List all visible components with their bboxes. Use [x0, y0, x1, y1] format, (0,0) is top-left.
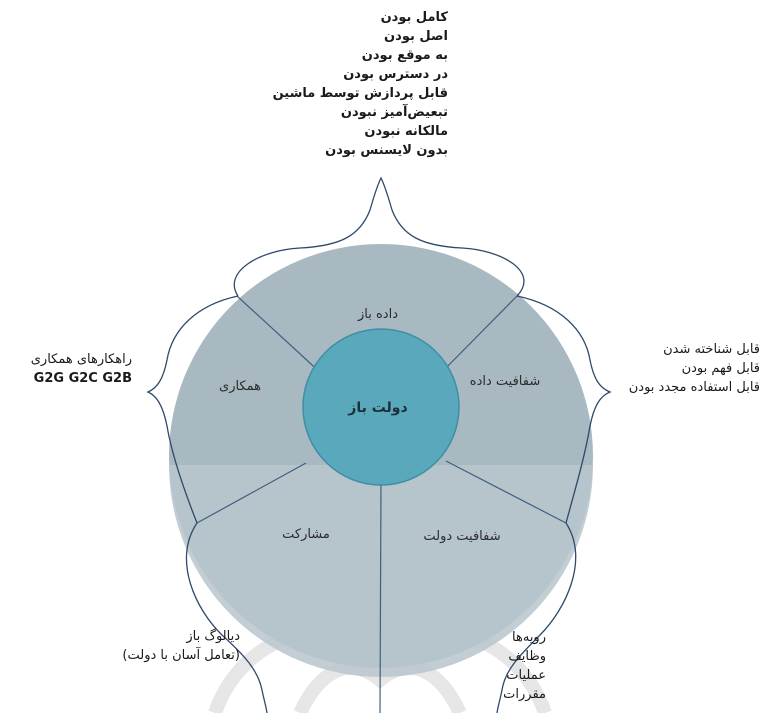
brace-top	[233, 176, 525, 297]
divider-top-left	[236, 295, 324, 376]
collaboration-strategies-title: راهکارهای همکاری	[30, 352, 132, 367]
annotation-item: کامل بودن	[380, 10, 448, 25]
divider-right	[445, 460, 567, 524]
segment-open-data-label: داده باز	[357, 307, 398, 322]
segment-participation-label: مشارکت	[282, 527, 330, 542]
annotation-item: قابل پردازش توسط ماشین	[272, 86, 448, 101]
left-annotation: راهکارهای همکاری G2G G2C G2B	[31, 350, 132, 388]
collaboration-codes: G2G G2C G2B	[33, 371, 132, 386]
top-annotation-list: کامل بودن اصل بودن به موقع بودن در دسترس…	[273, 8, 448, 160]
annotation-item: رویه‌ها	[512, 630, 546, 645]
annotation-item: در دسترس بودن	[343, 67, 448, 82]
divider-bottom	[379, 479, 382, 713]
braces	[146, 176, 612, 713]
segment-government-transparency-label: شفافیت دولت	[423, 529, 500, 544]
divider-left	[196, 462, 307, 524]
annotation-item: وظایف	[508, 649, 546, 664]
annotation-item: (تعامل آسان با دولت)	[122, 648, 240, 663]
annotation-item: قابل فهم بودن	[681, 361, 760, 376]
annotation-item: قابل استفاده مجدد بودن	[628, 380, 760, 395]
annotation-item: دیالوگ باز	[186, 629, 240, 644]
annotation-item: عملیات	[506, 668, 546, 683]
annotation-item: تبعیض‌آمیز نبودن	[340, 105, 448, 120]
segment-dividers	[196, 295, 567, 713]
annotation-item: اصل بودن	[384, 29, 448, 44]
annotation-item: قابل شناخته شدن	[663, 342, 760, 357]
brace-top-right	[516, 295, 612, 524]
brace-bottom-right	[496, 522, 577, 713]
bottom-left-annotation: دیالوگ باز (تعامل آسان با دولت)	[122, 627, 240, 665]
annotation-item: بدون لایسنس بودن	[325, 143, 448, 158]
right-annotation-list: قابل شناخته شدن قابل فهم بودن قابل استفا…	[629, 340, 760, 397]
segment-data-transparency-label: شفافیت داده	[470, 374, 540, 389]
center-circle	[302, 328, 460, 486]
annotation-item: مقررات	[503, 687, 546, 702]
brace-top-left	[146, 295, 239, 524]
bottom-right-annotation: رویه‌ها وظایف عملیات مقررات	[503, 628, 546, 704]
segment-collaboration-label: همکاری	[219, 379, 261, 394]
divider-top-right	[438, 295, 518, 376]
brace-bottom-left	[185, 522, 268, 713]
center-label: دولت باز	[347, 400, 407, 416]
annotation-item: به موقع بودن	[361, 48, 448, 63]
annotation-item: مالکانه نبودن	[364, 124, 448, 139]
